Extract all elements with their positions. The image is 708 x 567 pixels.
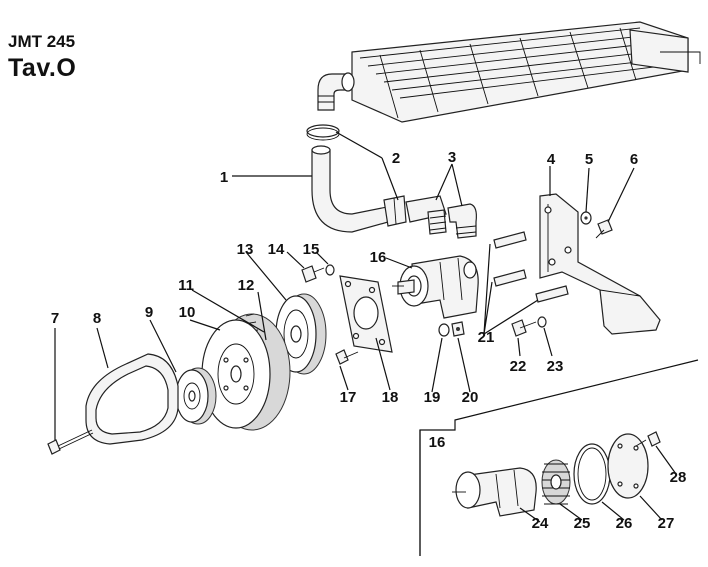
callout-16: 16	[370, 249, 387, 266]
callout-11: 11	[178, 277, 194, 294]
callout-17: 17	[340, 389, 357, 406]
drive-pulley	[175, 367, 217, 425]
callout-19: 19	[424, 389, 441, 406]
hose-clamp-top	[306, 124, 340, 141]
callout-15: 15	[303, 241, 320, 258]
callout-3: 3	[448, 149, 456, 166]
washer-and-nut	[438, 321, 465, 337]
plate-screw	[335, 349, 359, 365]
impeller-detail-inset	[419, 359, 699, 556]
v-belt	[85, 353, 179, 445]
callout-8: 8	[93, 310, 101, 327]
heat-exchanger-illustration	[317, 21, 701, 123]
elbow-fittings	[405, 195, 477, 239]
spacer-studs	[493, 231, 569, 303]
leader-lines	[54, 131, 677, 523]
callout-24: 24	[532, 515, 549, 532]
diagram-code: JMT 245	[8, 32, 76, 51]
callout-14: 14	[268, 241, 285, 258]
water-pump	[392, 255, 479, 319]
callout-18: 18	[382, 389, 399, 406]
callout-21: 21	[478, 329, 495, 346]
callout-numbers: 1 2 3 4 5 6 7 8 9 10 11 12 13 14 15 16 1…	[51, 149, 687, 532]
bolt-and-washer	[511, 316, 547, 337]
callout-10: 10	[179, 304, 196, 321]
callout-27: 27	[658, 515, 675, 532]
inset-label: 16	[429, 434, 446, 451]
callout-23: 23	[547, 358, 564, 375]
callout-7: 7	[51, 310, 59, 327]
impeller	[541, 459, 571, 505]
callout-2: 2	[392, 150, 400, 167]
table-title: Tav.O	[8, 54, 77, 82]
long-bolt	[47, 429, 94, 455]
callout-26: 26	[616, 515, 633, 532]
callout-6: 6	[630, 151, 638, 168]
callout-9: 9	[145, 304, 153, 321]
callout-13: 13	[237, 241, 254, 258]
callout-20: 20	[462, 389, 479, 406]
callout-5: 5	[585, 151, 593, 168]
mounting-bracket	[539, 193, 661, 335]
pulley-bolt-and-washer	[301, 264, 335, 283]
callout-1: 1	[220, 169, 228, 186]
callout-22: 22	[510, 358, 527, 375]
gasket	[573, 443, 611, 505]
washer-and-screw-top	[580, 211, 613, 239]
pump-mounting-plate	[339, 275, 393, 353]
callout-12: 12	[238, 277, 255, 294]
callout-28: 28	[670, 469, 687, 486]
callout-4: 4	[547, 151, 556, 168]
crank-pulley	[201, 313, 291, 431]
pump-cover	[607, 433, 649, 499]
callout-25: 25	[574, 515, 591, 532]
